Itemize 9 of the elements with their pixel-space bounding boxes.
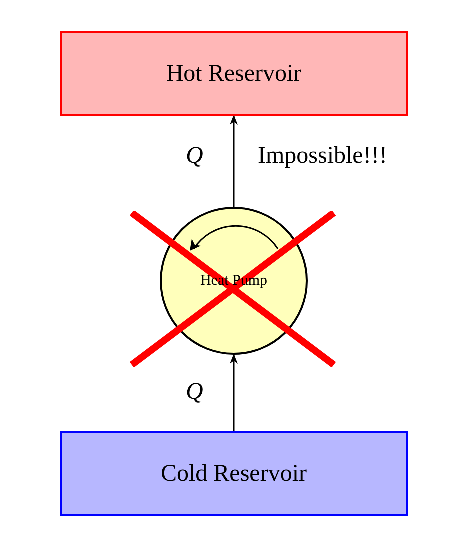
node-label: Cold Reservoir: [161, 460, 307, 488]
reservoir-box: [60, 31, 408, 116]
reservoir-box: [60, 431, 408, 516]
edge-label: Q: [186, 380, 204, 404]
node-label: Hot Reservoir: [166, 60, 302, 88]
edge-label: Q: [186, 144, 204, 168]
note-text: Impossible!!!: [258, 144, 388, 168]
arrow: [230, 115, 238, 207]
arrow: [230, 354, 238, 431]
